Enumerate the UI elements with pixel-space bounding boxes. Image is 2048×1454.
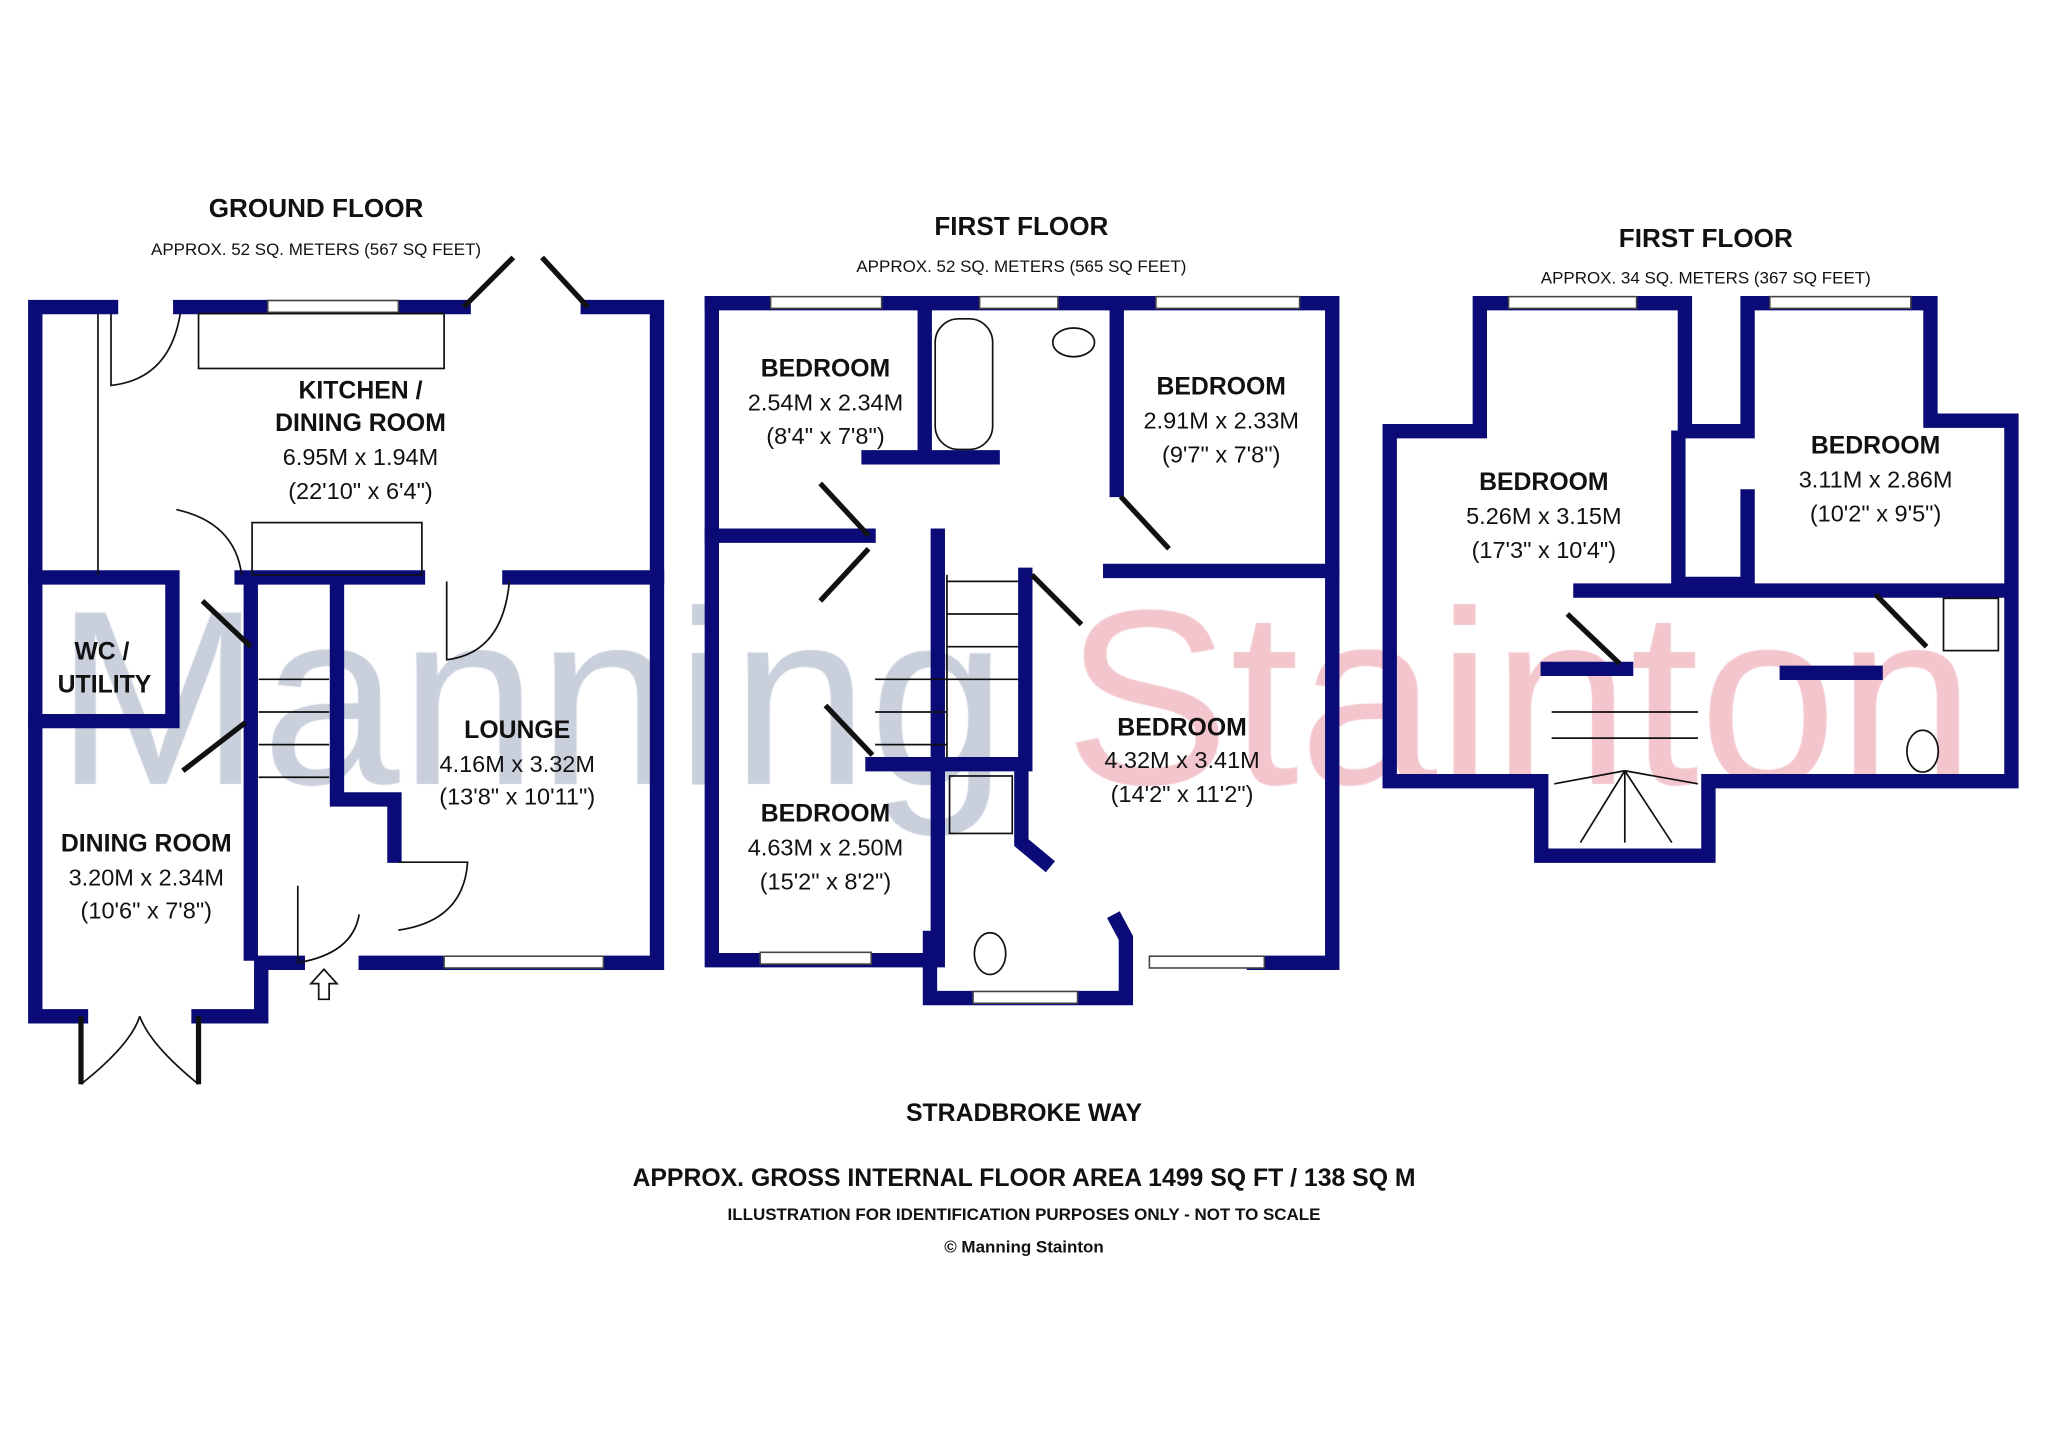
attic-floor-title: FIRST FLOOR	[1619, 223, 1793, 253]
room-name: BEDROOM	[761, 801, 891, 828]
room-bedroom-5: BEDROOM 5.26M x 3.15M (17'3" x 10'4")	[1466, 469, 1621, 563]
window	[266, 299, 400, 314]
room-dimensions-imperial: (13'8" x 10'11")	[439, 784, 595, 810]
room-name: BEDROOM	[1811, 432, 1941, 459]
first-floor-title: FIRST FLOOR	[934, 211, 1108, 241]
window	[1148, 955, 1266, 969]
disclaimer: ILLUSTRATION FOR IDENTIFICATION PURPOSES…	[728, 1205, 1321, 1224]
room-kitchen-dining: KITCHEN / DINING ROOM 6.95M x 1.94M (22'…	[275, 378, 446, 505]
ground-floor-title: GROUND FLOOR	[209, 193, 424, 223]
window	[443, 955, 605, 969]
gross-floor-area: APPROX. GROSS INTERNAL FLOOR AREA 1499 S…	[632, 1165, 1415, 1192]
first-floor-plan	[704, 295, 1340, 1006]
room-dimensions-imperial: (8'4" x 7'8")	[766, 423, 884, 449]
toilet-icon	[1051, 327, 1096, 358]
room-dimensions-metric: 2.91M x 2.33M	[1144, 408, 1299, 434]
room-dimensions-imperial: (15'2" x 8'2")	[760, 869, 891, 895]
toilet-icon	[1906, 729, 1940, 773]
room-bedroom-1: BEDROOM 2.54M x 2.34M (8'4" x 7'8")	[748, 355, 903, 449]
window	[759, 951, 872, 965]
ground-floor-plan	[28, 255, 665, 1085]
room-lounge: LOUNGE 4.16M x 3.32M (13'8" x 10'11")	[439, 717, 595, 810]
room-name: UTILITY	[58, 671, 152, 698]
room-dimensions-metric: 3.20M x 2.34M	[69, 865, 224, 891]
shower-icon	[1942, 597, 2000, 652]
room-dimensions-imperial: (14'2" x 11'2")	[1111, 781, 1254, 807]
room-dimensions-metric: 3.11M x 2.86M	[1799, 466, 1953, 492]
room-name: BEDROOM	[1117, 714, 1247, 741]
room-name: LOUNGE	[464, 717, 570, 744]
attic-floor-area: APPROX. 34 SQ. METERS (367 SQ FEET)	[1541, 269, 1871, 288]
street-name: STRADBROKE WAY	[906, 1100, 1143, 1127]
room-bedroom-2: BEDROOM 2.91M x 2.33M (9'7" x 7'8")	[1144, 374, 1299, 468]
staircase	[258, 678, 330, 779]
room-name: BEDROOM	[1479, 469, 1609, 496]
room-name: BEDROOM	[1156, 374, 1286, 401]
room-bedroom-6: BEDROOM 3.11M x 2.86M (10'2" x 9'5")	[1799, 432, 1953, 526]
room-name: WC /	[74, 639, 129, 666]
window	[972, 990, 1079, 1005]
room-wc-utility: WC / UTILITY	[58, 639, 152, 699]
room-dimensions-imperial: (10'6" x 7'8")	[81, 897, 212, 923]
attic-floor-plan	[1382, 295, 2019, 863]
room-dimensions-imperial: (9'7" x 7'8")	[1162, 442, 1280, 468]
first-floor-area: APPROX. 52 SQ. METERS (565 SQ FEET)	[856, 257, 1186, 276]
window	[769, 295, 883, 310]
toilet-icon	[973, 931, 1007, 976]
room-dimensions-metric: 2.54M x 2.34M	[748, 389, 903, 415]
window	[1507, 295, 1638, 310]
entrance-arrow-icon	[308, 968, 339, 1001]
window	[1769, 295, 1912, 310]
shower-icon	[948, 775, 1014, 835]
room-dimensions-imperial: (17'3" x 10'4")	[1472, 537, 1617, 563]
room-dimensions-metric: 4.32M x 3.41M	[1104, 747, 1259, 773]
room-dimensions-metric: 6.95M x 1.94M	[283, 444, 438, 470]
room-dimensions-imperial: (22'10" x 6'4")	[288, 478, 433, 504]
room-bedroom-3: BEDROOM 4.32M x 3.41M (14'2" x 11'2")	[1104, 714, 1259, 807]
staircase	[875, 574, 1019, 758]
room-dimensions-metric: 5.26M x 3.15M	[1466, 503, 1621, 529]
room-name: KITCHEN /	[298, 378, 422, 405]
room-name: BEDROOM	[761, 355, 891, 382]
room-dimensions-metric: 4.16M x 3.32M	[440, 751, 595, 777]
room-name: DINING ROOM	[275, 410, 446, 437]
room-dimensions-metric: 4.63M x 2.50M	[748, 835, 903, 861]
staircase	[1551, 711, 1699, 844]
window	[978, 295, 1059, 310]
room-dimensions-imperial: (10'2" x 9'5")	[1810, 500, 1941, 526]
room-name: DINING ROOM	[61, 831, 232, 858]
copyright: © Manning Stainton	[944, 1238, 1104, 1257]
window	[1155, 295, 1301, 310]
ground-floor-area: APPROX. 52 SQ. METERS (567 SQ FEET)	[151, 240, 481, 259]
room-dining: DINING ROOM 3.20M x 2.34M (10'6" x 7'8")	[61, 831, 232, 924]
bath-icon	[934, 317, 994, 451]
room-bedroom-4: BEDROOM 4.63M x 2.50M (15'2" x 8'2")	[748, 801, 903, 895]
